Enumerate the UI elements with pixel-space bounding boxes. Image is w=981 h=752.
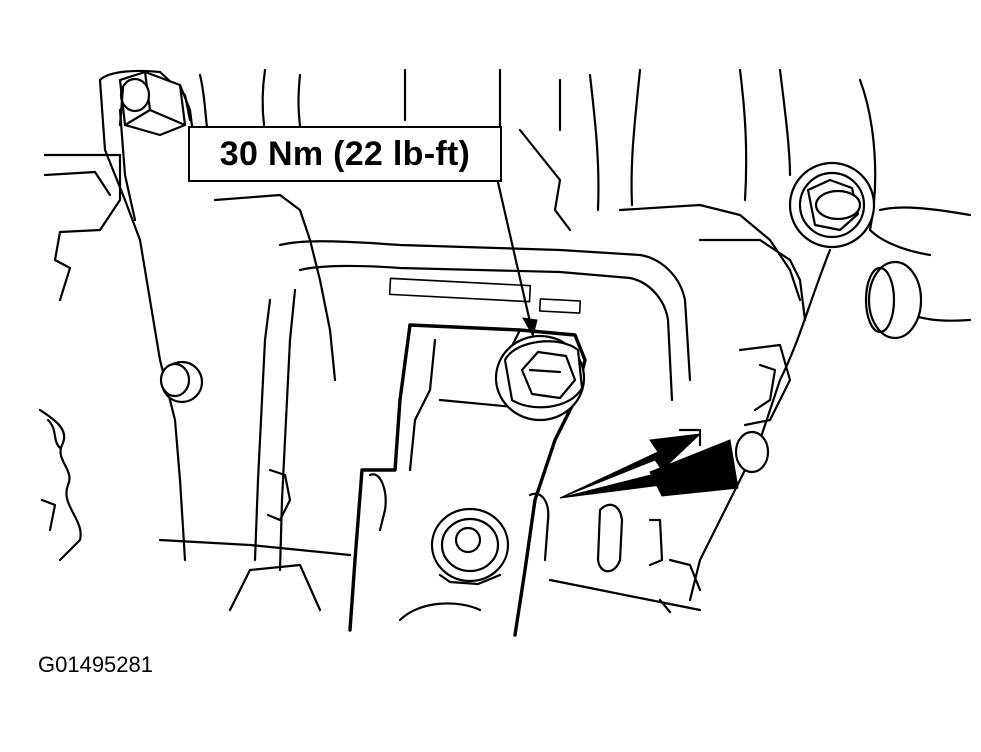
right-boss [864, 260, 923, 340]
left-housing [38, 153, 122, 562]
torque-callout: 30 Nm (22 lb-ft) [188, 126, 502, 182]
right-bracket [596, 203, 972, 602]
inner-frame [213, 193, 692, 572]
figure-id: G01495281 [38, 652, 153, 677]
callout-leader [495, 176, 538, 338]
direction-arrow-icon [559, 433, 739, 499]
left-boss [159, 360, 204, 404]
right-pin [734, 430, 770, 474]
top-right-nut-icon [788, 161, 876, 249]
mounting-bracket [98, 68, 877, 562]
lower-tabs [266, 468, 550, 562]
bottom-structure [158, 538, 702, 622]
top-left-nut-icon [118, 70, 187, 137]
torque-bolt-icon [494, 334, 586, 422]
torque-callout-label: 30 Nm (22 lb-ft) [219, 134, 471, 173]
pivot-bolt-icon [430, 507, 510, 586]
